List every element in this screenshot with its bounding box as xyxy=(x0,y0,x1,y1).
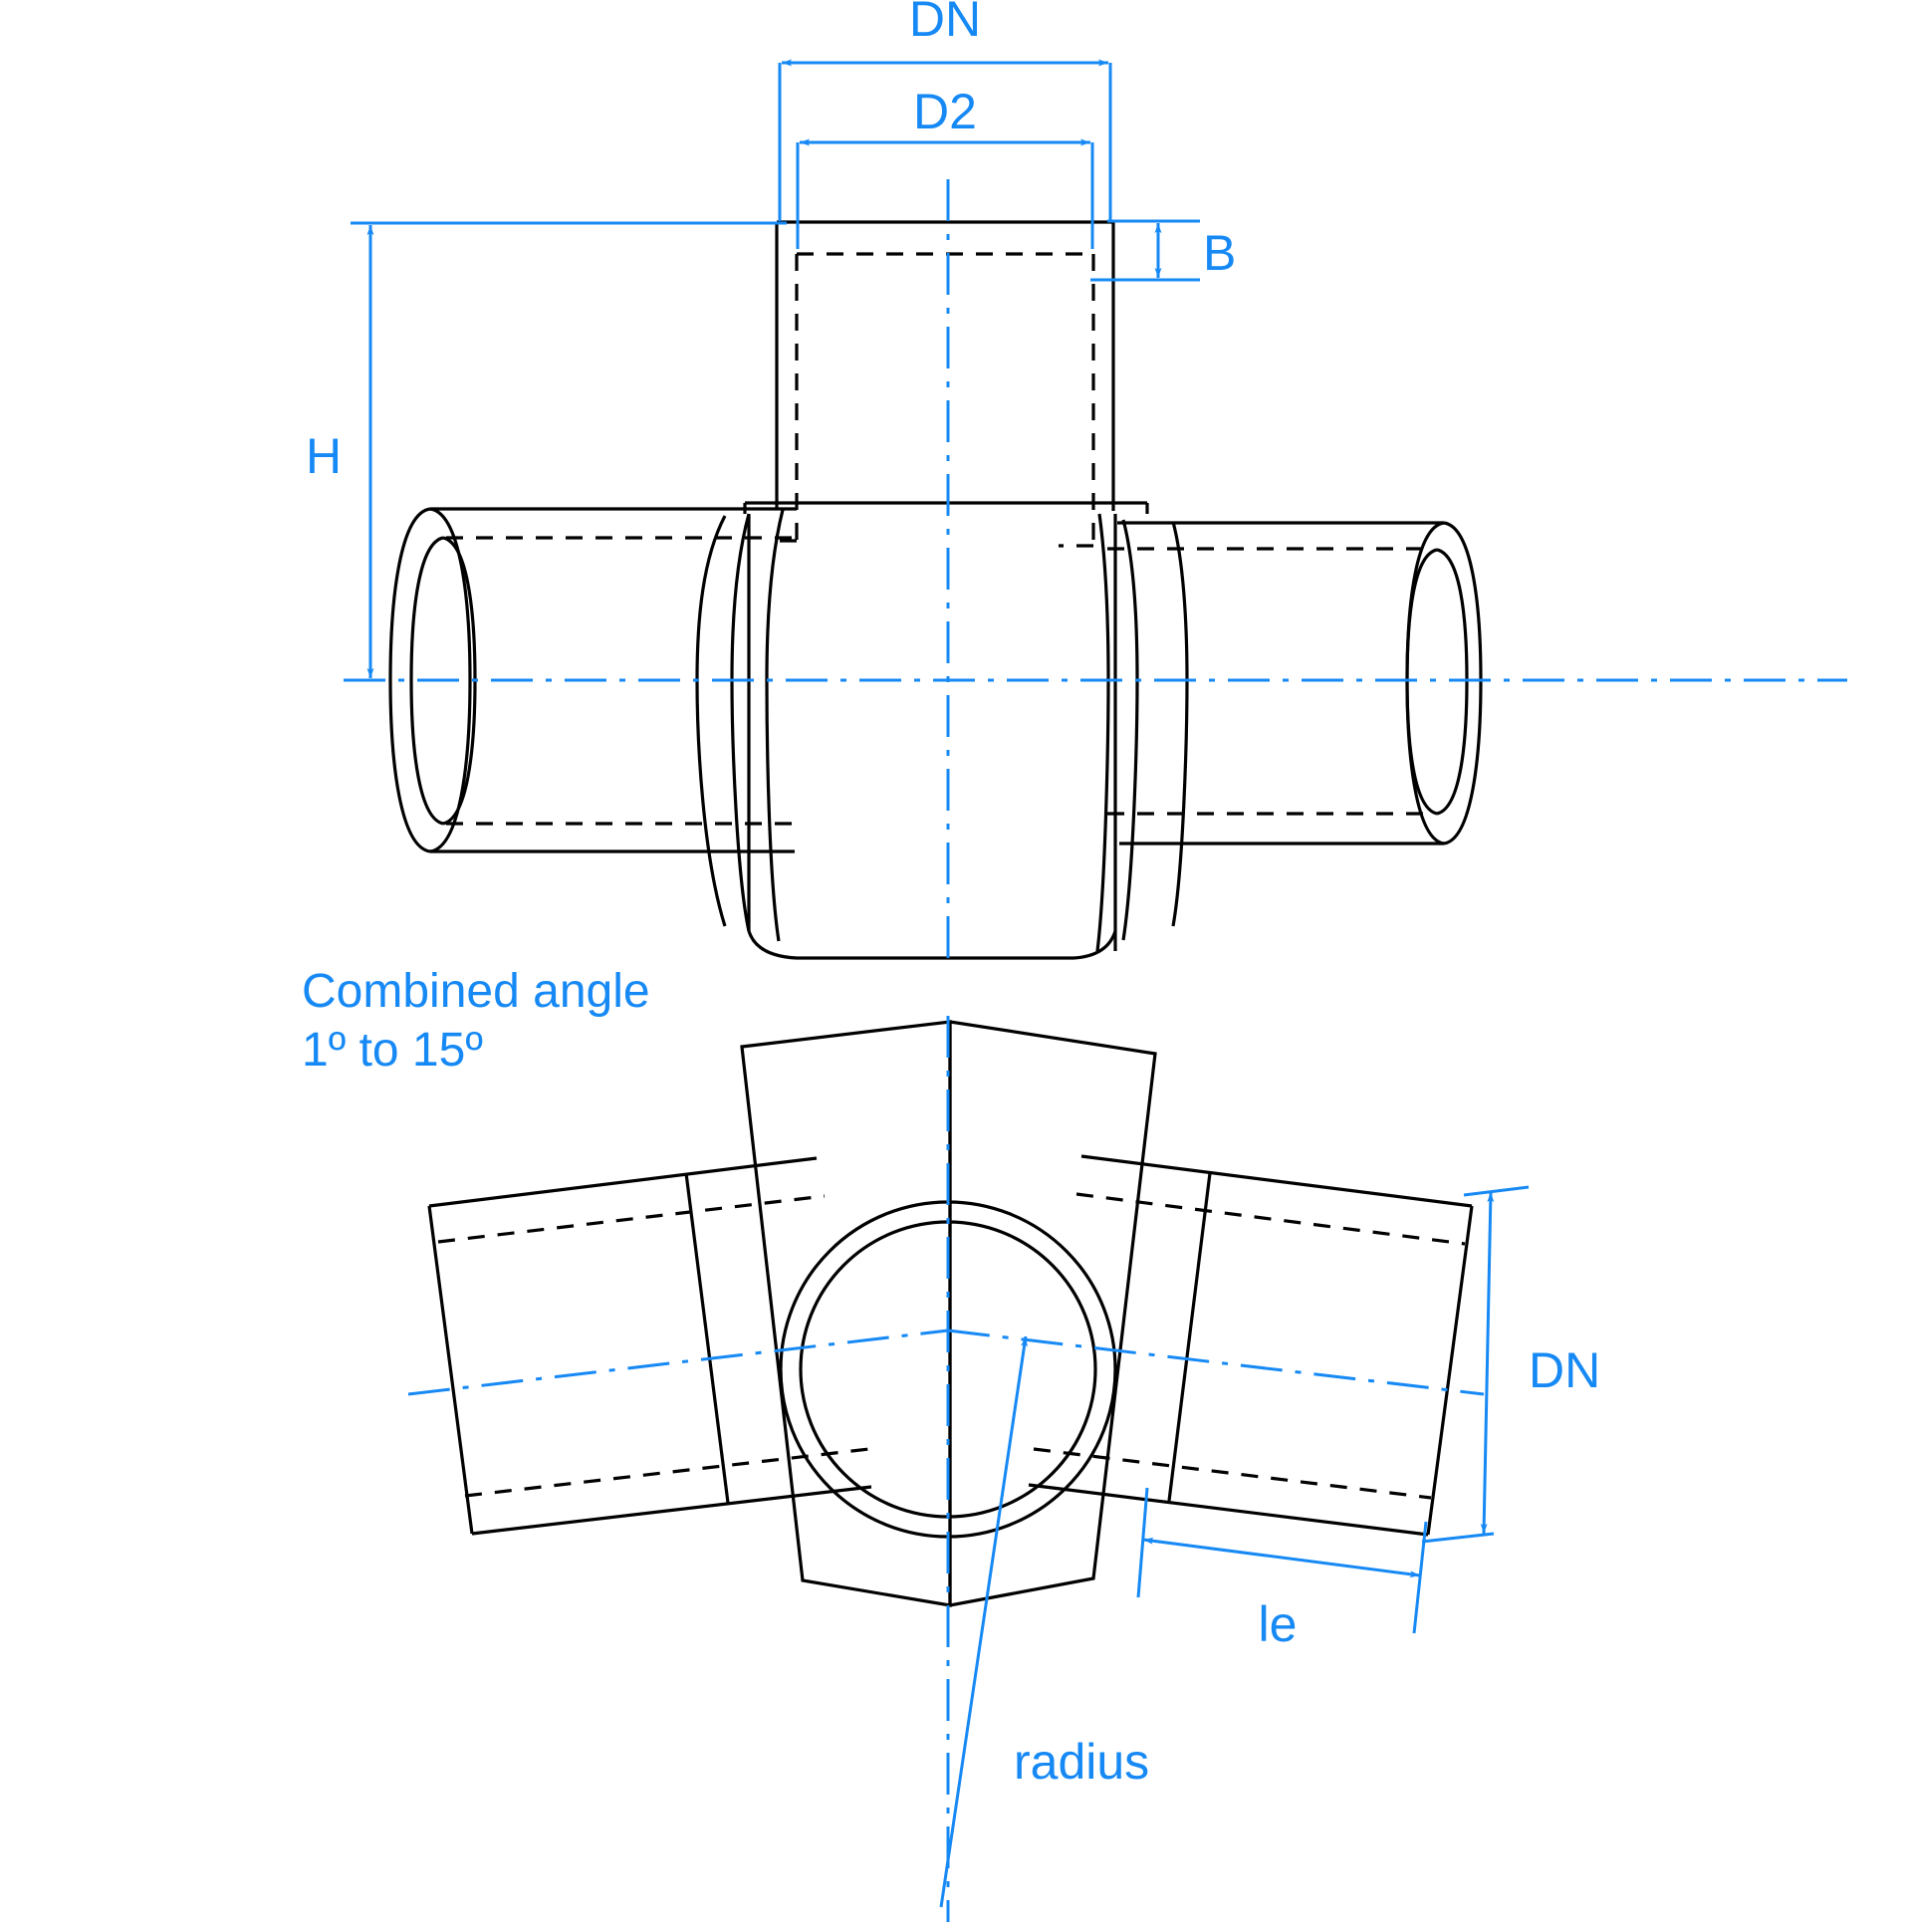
plan-left-arm xyxy=(427,1156,872,1536)
elevation-centrelines xyxy=(344,179,1847,971)
plan-centrelines xyxy=(407,1016,1485,1922)
dimension-dn-plan: DN xyxy=(1421,1185,1600,1544)
dimension-label-b: B xyxy=(1203,225,1236,281)
dimension-h: H xyxy=(306,221,787,678)
tee-body-barrel xyxy=(747,514,1117,960)
dimension-dn-top: DN xyxy=(778,0,1112,221)
elevation-view: DN D2 B H xyxy=(306,0,1847,971)
dimension-label-dn-top: DN xyxy=(909,0,981,47)
combined-angle-note-line2: 1º to 15º xyxy=(302,1024,483,1077)
dimension-d2: D2 xyxy=(796,84,1094,249)
dimension-b: B xyxy=(1090,219,1236,282)
dimension-label-radius: radius xyxy=(1014,1734,1149,1790)
plan-body-outline xyxy=(740,1020,1157,1607)
plan-right-arm xyxy=(1028,1154,1474,1537)
dimension-label-le: le xyxy=(1259,1596,1298,1652)
combined-angle-note-line1: Combined angle xyxy=(302,965,650,1018)
dimension-label-dn-plan: DN xyxy=(1529,1342,1600,1398)
plan-view: DN le radius xyxy=(407,1016,1600,1922)
left-run-spigot xyxy=(388,507,797,942)
dimension-radius: radius xyxy=(939,1335,1149,1908)
dimension-label-h: H xyxy=(306,428,342,484)
dimension-le: le xyxy=(1136,1487,1428,1652)
branch-socket-outline xyxy=(743,220,1149,548)
right-run-spigot xyxy=(1095,513,1483,952)
combined-angle-note: Combined angle 1º to 15º xyxy=(302,965,650,1077)
dimension-label-d2: D2 xyxy=(913,84,977,139)
